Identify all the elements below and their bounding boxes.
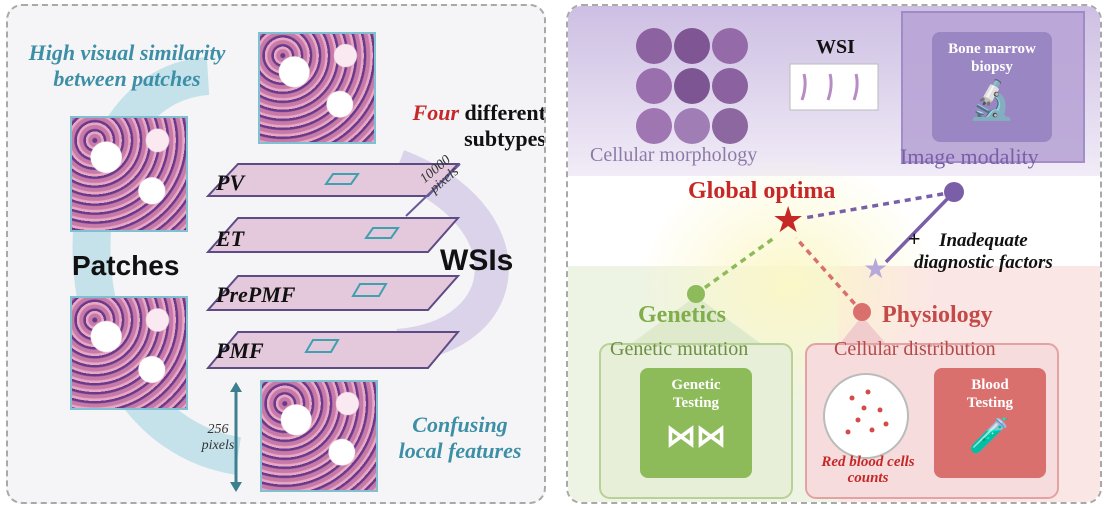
similarity-text: High visual similarity between patches <box>22 40 232 92</box>
genetic-testing-card: Genetic Testing ⋈⋈ <box>640 368 752 478</box>
genetics-node <box>687 285 705 303</box>
physiology-node <box>853 303 871 321</box>
wsi-slab-prepmf <box>205 275 461 311</box>
similarity-line1: High visual similarity <box>28 40 226 65</box>
rbc-line1: Red blood cells <box>821 454 915 470</box>
blood-testing-card: Blood Testing 🧪 <box>934 368 1046 478</box>
rbc-label: Red blood cells counts <box>808 454 928 486</box>
pixels-256-unit: pixels <box>201 438 235 453</box>
genetic-testing-line1: Genetic <box>671 377 721 393</box>
genetics-label: Genetics <box>638 302 726 328</box>
cell-thumbnails <box>636 28 748 144</box>
inadequate-star: ★ <box>863 254 888 285</box>
subtypes-word: subtypes <box>464 126 546 151</box>
subtypes-text: Four different subtypes <box>386 100 546 152</box>
global-optima-star: ★ <box>772 200 804 240</box>
pixels-256-label: 256 pixels <box>192 422 244 454</box>
arc-background <box>72 57 509 492</box>
different-word: different <box>464 100 546 125</box>
cellular-morphology-label: Cellular morphology <box>590 144 758 166</box>
microscope-icon: 🔬 <box>968 80 1016 122</box>
dna-icon: ⋈⋈ <box>666 420 726 453</box>
genetic-testing-line2: Testing <box>672 395 720 411</box>
patch-image-bottom <box>260 380 378 492</box>
arrow-modality <box>803 190 955 220</box>
patch-image-left-bottom <box>70 296 188 410</box>
slab-label-pmf: PMF <box>216 338 264 363</box>
wsi-slide <box>789 63 879 111</box>
four-word: Four <box>412 100 460 125</box>
blood-testing-line2: Testing <box>966 395 1014 411</box>
bone-marrow-line1: Bone marrow <box>948 41 1036 57</box>
patch-image-left-top <box>70 116 188 232</box>
left-panel: High visual similarity between patches F… <box>6 4 546 504</box>
svg-text:+: + <box>908 226 921 251</box>
rbc-line2: counts <box>847 470 889 486</box>
wsi-slab-pmf <box>205 331 461 369</box>
test-tube-icon: 🧪 <box>968 418 1012 455</box>
confusing-line2: local features <box>398 438 522 463</box>
physiology-label: Physiology <box>882 302 993 328</box>
modality-node <box>944 182 964 202</box>
wsis-label: WSIs <box>440 244 514 277</box>
image-modality-label: Image modality <box>900 144 1039 169</box>
confusing-line1: Confusing <box>412 412 508 437</box>
pixel-bracket-10000 <box>405 163 461 217</box>
inadequate-line2: diagnostic factors <box>914 252 1053 273</box>
cellular-distribution-label: Cellular distribution <box>834 338 996 360</box>
inadequate-label: Inadequate diagnostic factors <box>914 230 1053 274</box>
arrow-inadequate <box>884 190 956 264</box>
confusing-text: Confusing local features <box>380 412 540 464</box>
patches-label: Patches <box>72 250 180 281</box>
slab-label-prepmf: PrePMF <box>216 282 296 307</box>
bone-marrow-card: Bone marrow biopsy 🔬 <box>932 32 1052 142</box>
wsi-label: WSI <box>816 36 855 58</box>
right-panel: ★ ★ + WSI Bone marrow biopsy 🔬 Cellular … <box>566 4 1102 504</box>
blood-testing-line1: Blood <box>971 377 1009 393</box>
similarity-line2: between patches <box>53 66 201 91</box>
genetic-mutation-label: Genetic mutation <box>610 338 749 360</box>
slab-label-pv: PV <box>216 170 245 195</box>
slab-label-et: ET <box>216 226 245 251</box>
bone-marrow-line2: biopsy <box>971 59 1013 75</box>
pixels-256-number: 256 <box>207 422 229 437</box>
inadequate-line1: Inadequate <box>939 230 1028 251</box>
global-optima-label: Global optima <box>688 178 836 204</box>
arrow-physiology <box>794 236 864 314</box>
wsi-slab-et <box>205 217 461 253</box>
arrow-genetics <box>694 236 776 296</box>
patch-image-top <box>258 32 376 144</box>
